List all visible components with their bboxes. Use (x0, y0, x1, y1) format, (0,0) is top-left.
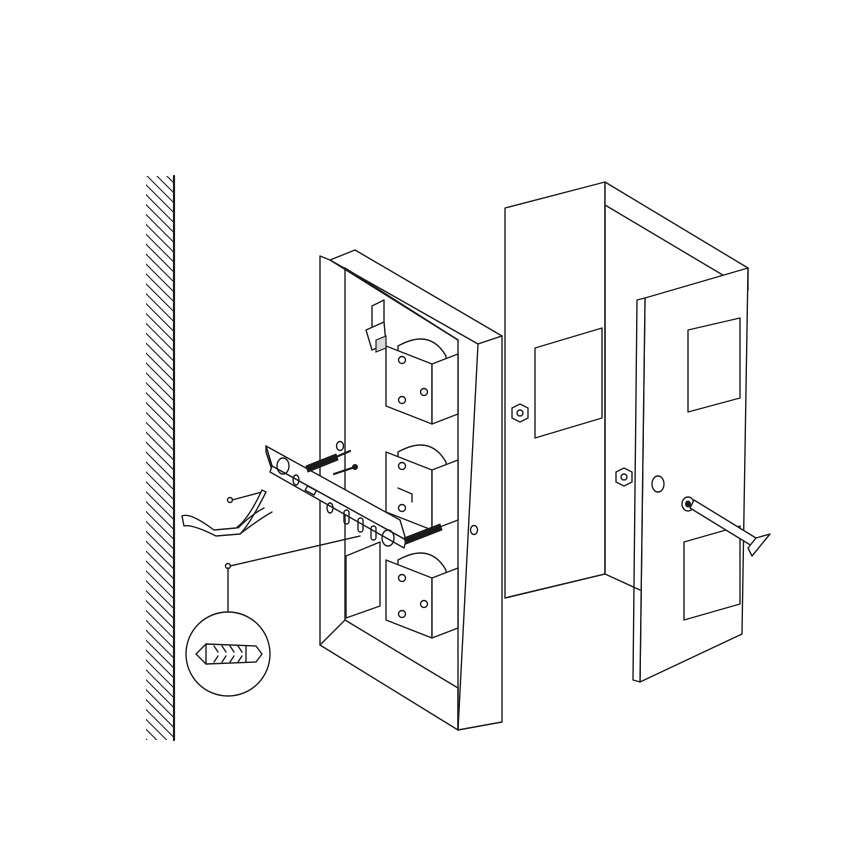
shade-nut-right-icon (615, 467, 633, 487)
hex-key-icon (689, 499, 771, 557)
bracket-bolt-top (305, 449, 352, 473)
terminal-block-middle (385, 444, 459, 531)
shade-window-left (534, 327, 603, 439)
terminal-block-top (385, 338, 459, 425)
wall-screw-lower (224, 535, 361, 613)
wall-plug-icon (195, 643, 263, 665)
shade-screw-hole (651, 475, 665, 493)
supply-cable (181, 489, 273, 537)
mounting-bracket (265, 445, 407, 549)
shade-window-right-bottom (683, 525, 741, 621)
wall-plug-detail-callout (185, 611, 271, 697)
wall-screw-upper (226, 491, 263, 504)
terminal-block-bottom (385, 552, 459, 639)
small-screw-icon (332, 464, 358, 476)
cover-shade (504, 181, 749, 683)
wall (146, 174, 176, 742)
bracket-bolt-bottom (403, 523, 443, 545)
ceiling-nut-icon (375, 335, 387, 353)
shade-window-right-top (687, 317, 741, 413)
shade-nut-left-icon (511, 403, 529, 423)
